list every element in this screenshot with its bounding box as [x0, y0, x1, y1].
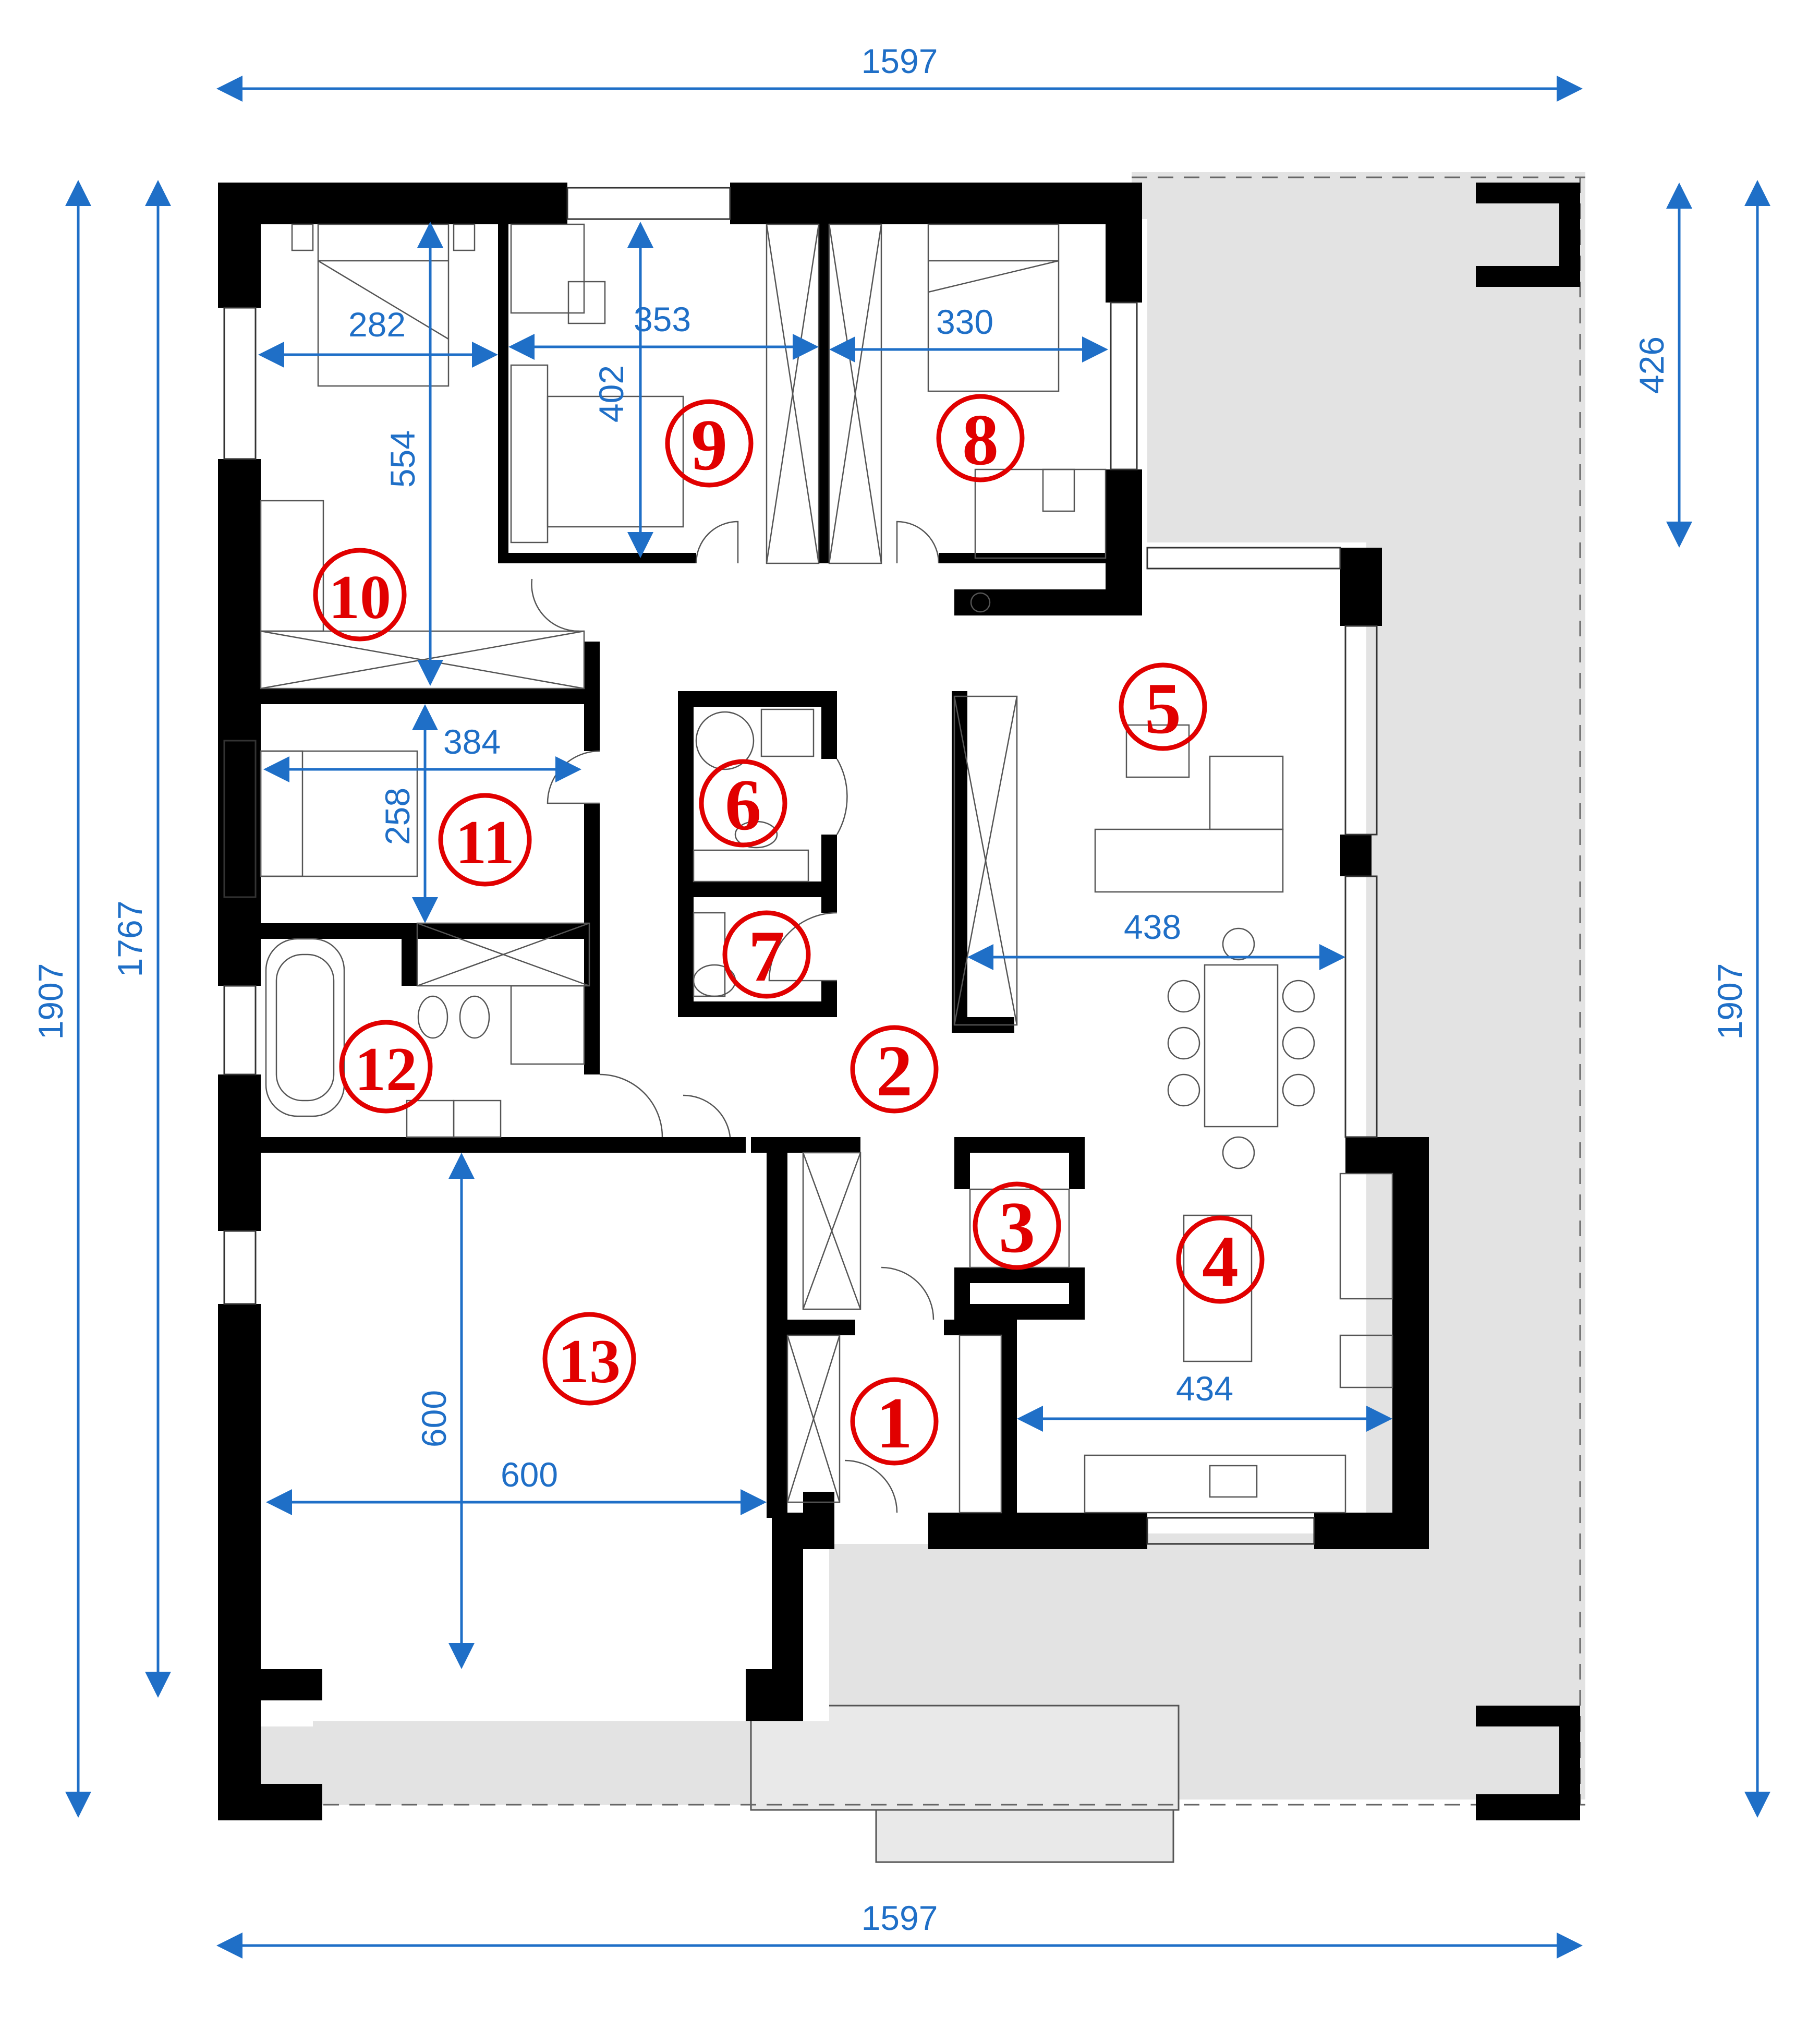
- dim-room10-depth: 554: [383, 430, 422, 488]
- dim-right-height: 1907: [1710, 963, 1749, 1040]
- dim-kitchen-width: 434: [1176, 1369, 1233, 1408]
- room-10-marker: 10: [313, 548, 407, 642]
- dimension-lines: [65, 76, 1770, 1959]
- room-2-marker: 2: [850, 1025, 939, 1114]
- dim-room8-width: 330: [936, 303, 993, 341]
- room-13-marker: 13: [542, 1312, 636, 1406]
- room-8-marker: 8: [936, 394, 1025, 482]
- dimension-labels: 1597 1597 1907 1767 1907 426 282 554 353…: [31, 42, 1749, 1937]
- room-13-label: 13: [558, 1326, 621, 1396]
- dim-garage-depth: 600: [415, 1390, 453, 1447]
- room-7-marker: 7: [722, 910, 811, 999]
- dim-top-width: 1597: [862, 42, 938, 80]
- dim-terrace-depth: 426: [1632, 336, 1671, 394]
- dim-room10-width: 282: [348, 305, 406, 344]
- dim-room9-width: 353: [634, 300, 691, 339]
- dim-room11-width: 384: [443, 722, 501, 761]
- room-8-label: 8: [962, 400, 999, 480]
- dim-bottom-width: 1597: [862, 1899, 938, 1937]
- room-9-label: 9: [691, 405, 727, 486]
- room-12-label: 12: [355, 1034, 417, 1104]
- room-5-marker: 5: [1119, 662, 1207, 751]
- room-6-marker: 6: [699, 759, 787, 848]
- room-6-label: 6: [725, 765, 761, 846]
- room-11-marker: 11: [438, 793, 532, 887]
- room-5-label: 5: [1145, 668, 1181, 749]
- dim-garage-width: 600: [501, 1455, 558, 1494]
- room-1-label: 1: [876, 1383, 913, 1464]
- room-labels: 1 2 3 4 5 6 7 8: [313, 394, 1265, 1466]
- dim-left-inner-height: 1767: [111, 901, 149, 977]
- windows: [223, 187, 1378, 1545]
- room-2-label: 2: [876, 1031, 913, 1112]
- room-3-marker: 3: [973, 1181, 1061, 1270]
- room-4-marker: 4: [1176, 1215, 1265, 1304]
- room-12-marker: 12: [339, 1020, 433, 1114]
- room-7-label: 7: [748, 916, 785, 997]
- walls: [218, 183, 1580, 1820]
- room-4-label: 4: [1202, 1221, 1239, 1302]
- room-9-marker: 9: [665, 399, 754, 488]
- dim-room11-depth: 258: [378, 788, 417, 845]
- room-1-marker: 1: [850, 1377, 939, 1466]
- room-10-label: 10: [329, 562, 391, 632]
- dim-left-outer-height: 1907: [31, 963, 70, 1040]
- dim-living-width: 438: [1124, 908, 1181, 946]
- room-3-label: 3: [999, 1187, 1035, 1268]
- furniture: [260, 223, 1393, 1514]
- room-11-label: 11: [455, 807, 514, 877]
- dim-room9-depth: 402: [592, 365, 630, 422]
- doors: [531, 521, 940, 1513]
